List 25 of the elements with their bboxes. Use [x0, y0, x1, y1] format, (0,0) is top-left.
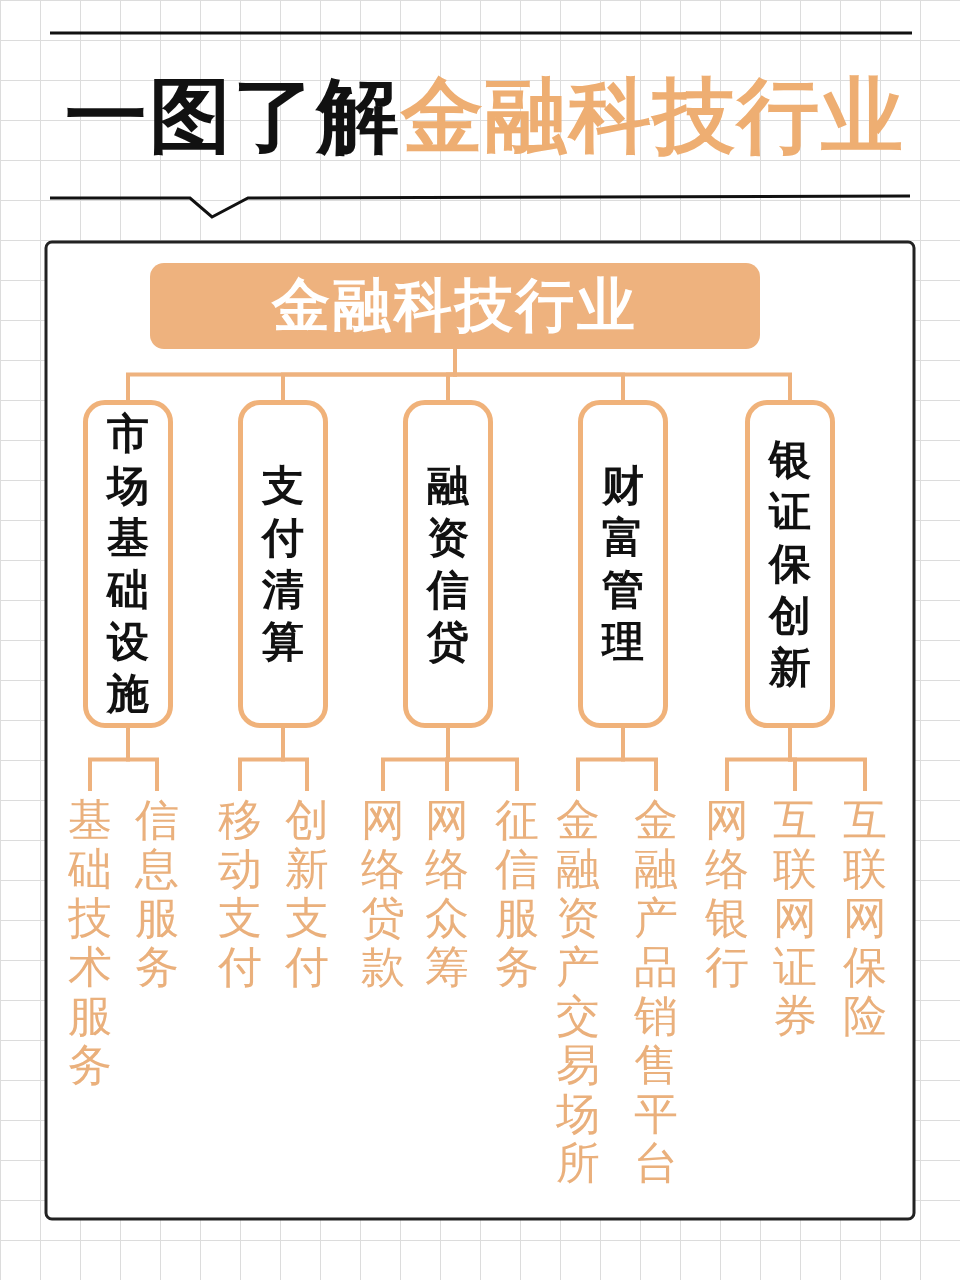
connector-line: [446, 728, 519, 791]
subcategory-label: 网络贷款: [357, 795, 409, 991]
connector-line: [281, 728, 309, 791]
connector-line: [788, 728, 867, 791]
heading-box: 金融科技行业: [150, 263, 760, 349]
subcategory-label: 网络银行: [701, 795, 753, 991]
connector-line: [621, 728, 658, 791]
subcategory-label: 信息服务: [131, 795, 183, 991]
category-box: 融资信贷: [403, 400, 493, 728]
title: 一图了解金融科技行业: [64, 67, 906, 165]
subcategory-label: 移动支付: [214, 795, 266, 991]
category-box: 支付清算: [238, 400, 328, 728]
subcategory-label: 网络众筹: [421, 795, 473, 991]
subcategory-label: 互联网证券: [769, 795, 821, 1040]
subcategory-label: 基础技术服务: [64, 795, 116, 1089]
category-box: 市场基础设施: [83, 400, 173, 728]
subcategory-label: 互联网保险: [839, 795, 891, 1040]
subcategory-label: 金融资产交易场所: [552, 795, 604, 1187]
category-box: 财富管理: [578, 400, 668, 728]
connector-line: [126, 728, 159, 791]
connector-line: [453, 349, 792, 400]
category-box: 银证保创新: [745, 400, 835, 728]
subcategory-label: 创新支付: [281, 795, 333, 991]
subcategory-label: 征信服务: [491, 795, 543, 991]
subcategory-label: 金融产品销售平台: [630, 795, 682, 1187]
